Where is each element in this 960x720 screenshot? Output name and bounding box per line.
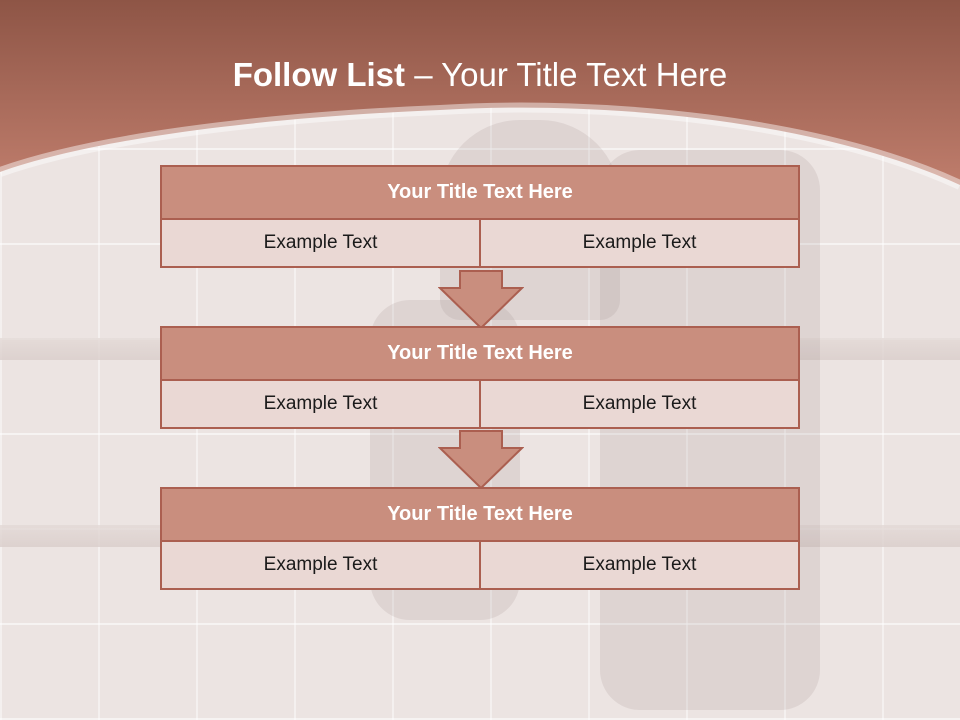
down-arrow-icon (438, 270, 524, 330)
block-row: Example Text Example Text (160, 540, 800, 590)
list-block-1: Your Title Text Here Example Text Exampl… (160, 165, 800, 268)
list-block-3: Your Title Text Here Example Text Exampl… (160, 487, 800, 590)
header-band (0, 0, 960, 190)
block-row: Example Text Example Text (160, 379, 800, 429)
list-block-2: Your Title Text Here Example Text Exampl… (160, 326, 800, 429)
block-title: Your Title Text Here (160, 165, 800, 220)
example-text-right: Example Text (479, 218, 800, 268)
example-text-left: Example Text (160, 540, 481, 590)
title-rest: – Your Title Text Here (414, 56, 728, 93)
slide-title: Follow List – Your Title Text Here (0, 52, 960, 98)
example-text-left: Example Text (160, 218, 481, 268)
example-text-left: Example Text (160, 379, 481, 429)
block-title: Your Title Text Here (160, 326, 800, 381)
example-text-right: Example Text (479, 379, 800, 429)
example-text-right: Example Text (479, 540, 800, 590)
block-title: Your Title Text Here (160, 487, 800, 542)
title-strong: Follow List (232, 56, 406, 93)
down-arrow-icon (438, 430, 524, 490)
block-row: Example Text Example Text (160, 218, 800, 268)
